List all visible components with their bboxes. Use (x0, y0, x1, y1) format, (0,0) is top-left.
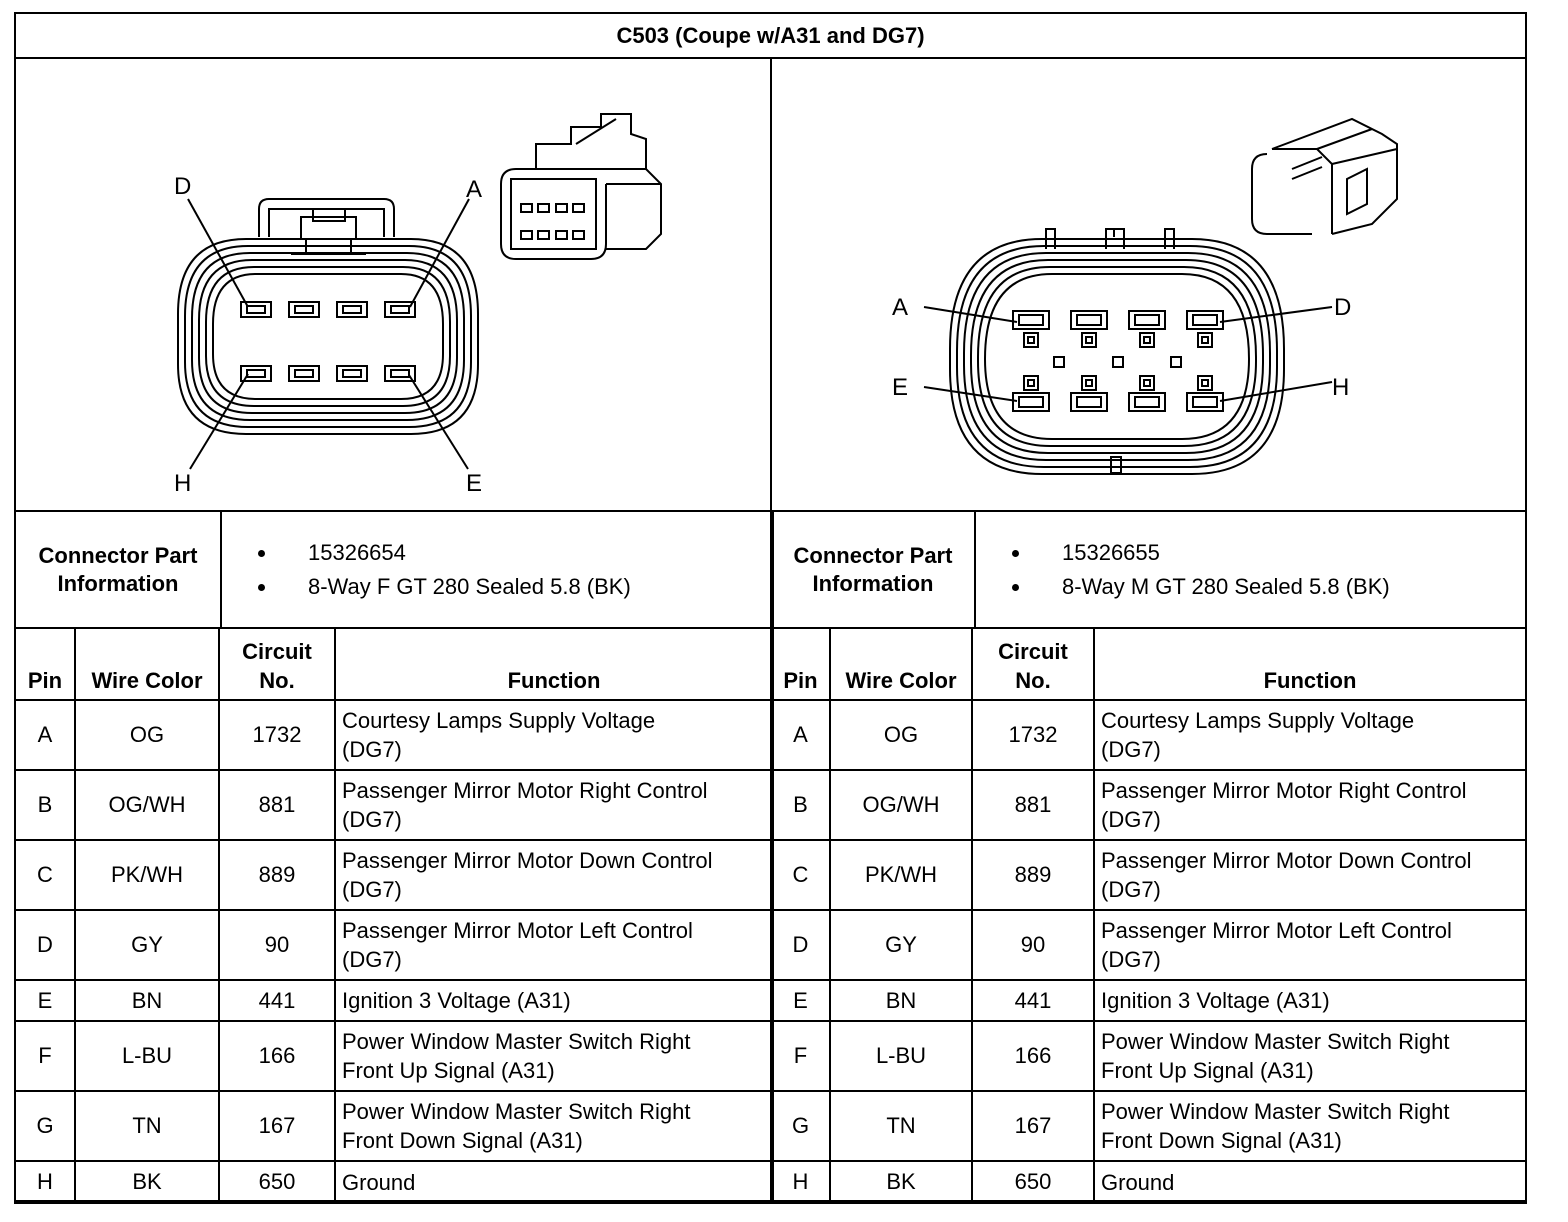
connector-part-info: Connector Part Information 15326654 8-Wa… (14, 510, 774, 629)
female-connector-diagram: D A H E (16, 59, 772, 512)
female-connector-face: D A H E (174, 113, 662, 497)
male-connector-tables: Connector Part Information 15326655 8-Wa… (770, 510, 1527, 1204)
pin-label-h: H (174, 470, 191, 497)
pin-label-h: H (1332, 374, 1349, 401)
connector-sheet: C503 (Coupe w/A31 and DG7) (14, 12, 1527, 1204)
col-function: Function (1093, 627, 1527, 701)
info-label: Connector Part Information (14, 510, 222, 629)
connector-part-info: Connector Part Information 15326655 8-Wa… (770, 510, 1527, 629)
part-number: 15326654 (278, 536, 772, 570)
pin-label-a: A (466, 176, 482, 203)
pin-label-d: D (174, 173, 191, 200)
pin-label-e: E (892, 374, 908, 401)
male-connector-face: A D E H (892, 117, 1398, 475)
pin-label-d: D (1334, 294, 1351, 321)
col-pin: Pin (770, 627, 831, 701)
info-values: 15326654 8-Way F GT 280 Sealed 5.8 (BK) (220, 510, 774, 629)
pin-label-e: E (466, 470, 482, 497)
part-description: 8-Way F GT 280 Sealed 5.8 (BK) (278, 570, 772, 604)
pin-label-a: A (892, 294, 908, 321)
page-title: C503 (Coupe w/A31 and DG7) (16, 14, 1525, 59)
female-connector-tables: Connector Part Information 15326654 8-Wa… (14, 510, 774, 1204)
male-connector-diagram: A D E H (772, 59, 1525, 512)
col-wire-color: Wire Color (829, 627, 973, 701)
info-label: Connector Part Information (770, 510, 976, 629)
info-values: 15326655 8-Way M GT 280 Sealed 5.8 (BK) (974, 510, 1527, 629)
col-function: Function (334, 627, 774, 701)
part-description: 8-Way M GT 280 Sealed 5.8 (BK) (1032, 570, 1525, 604)
col-pin: Pin (14, 627, 76, 701)
col-wire-color: Wire Color (74, 627, 220, 701)
part-number: 15326655 (1032, 536, 1525, 570)
